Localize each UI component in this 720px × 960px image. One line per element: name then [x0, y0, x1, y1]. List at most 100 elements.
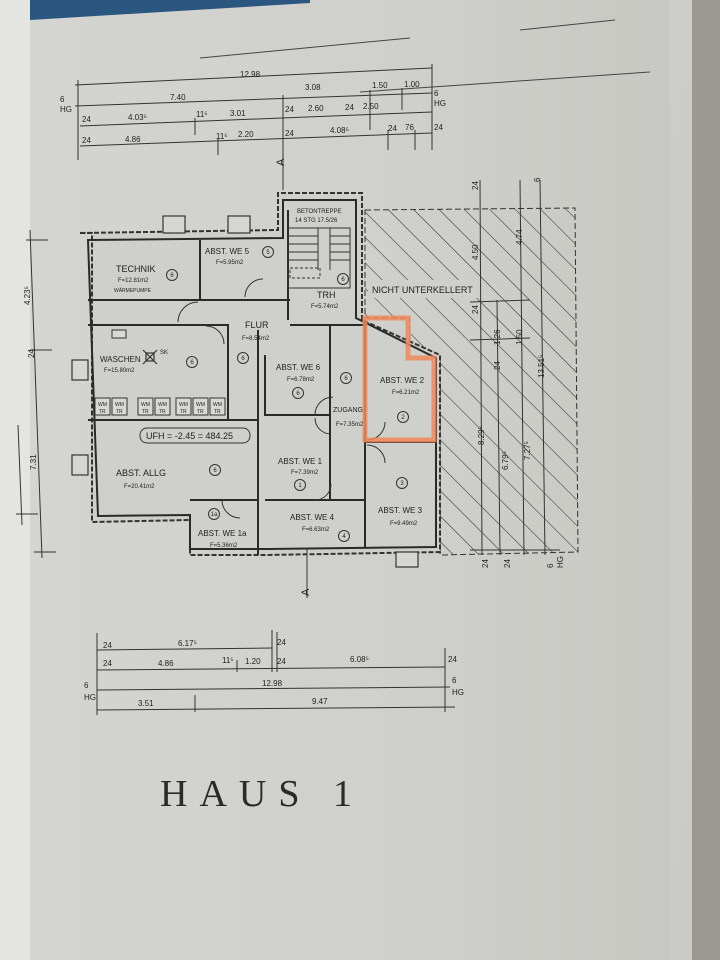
- svg-text:24: 24: [448, 655, 457, 664]
- marker-icon: 6: [166, 269, 178, 281]
- svg-text:6: 6: [213, 468, 217, 474]
- marker-icon: 6: [337, 273, 349, 285]
- svg-text:2: 2: [401, 415, 405, 421]
- svg-text:TR: TR: [197, 409, 204, 415]
- svg-text:UFH = -2.45 = 484.25: UFH = -2.45 = 484.25: [146, 431, 233, 441]
- svg-text:BETONTREPPE: BETONTREPPE: [297, 209, 342, 215]
- svg-text:F=6.63m2: F=6.63m2: [302, 527, 330, 533]
- svg-text:6: 6: [546, 563, 555, 568]
- svg-text:2.50: 2.50: [363, 102, 379, 111]
- svg-text:WM: WM: [141, 402, 150, 408]
- room-zugang: ZUGANG F=7.35m2: [333, 407, 364, 428]
- svg-text:6: 6: [533, 177, 542, 182]
- svg-text:F=20.41m2: F=20.41m2: [124, 484, 155, 490]
- svg-text:HG: HG: [60, 105, 72, 114]
- svg-text:TR: TR: [214, 409, 221, 415]
- highlight-abst-we2: [362, 315, 437, 443]
- svg-text:6: 6: [84, 681, 89, 690]
- svg-text:NICHT UNTERKELLERT: NICHT UNTERKELLERT: [372, 285, 473, 295]
- svg-text:3.08: 3.08: [305, 83, 321, 92]
- svg-text:9.47: 9.47: [312, 697, 328, 706]
- svg-text:1: 1: [298, 483, 302, 489]
- svg-text:6: 6: [170, 273, 174, 279]
- header-lines: [199, 19, 651, 93]
- svg-text:HG: HG: [434, 99, 446, 108]
- svg-text:ABST. WE 3: ABST. WE 3: [378, 506, 423, 515]
- svg-text:4.08⁵: 4.08⁵: [330, 126, 349, 135]
- svg-text:WASCHEN: WASCHEN: [100, 355, 141, 364]
- svg-text:ABST. WE 4: ABST. WE 4: [290, 513, 335, 522]
- svg-text:F=5.36m2: F=5.36m2: [210, 543, 238, 549]
- svg-text:TR: TR: [116, 409, 123, 415]
- room-abst-we2: ABST. WE 2F=6.21m2: [380, 376, 425, 396]
- svg-text:1.00: 1.00: [404, 80, 420, 89]
- top-dimension-labels: 12.98 7.40 3.08 1.50 1.00 24 4.03⁵ 11⁵ 3…: [60, 70, 446, 145]
- room-abst-we6: ABST. WE 6F=6.78m2: [276, 363, 321, 383]
- staircase: [287, 227, 351, 289]
- svg-text:TECHNIK: TECHNIK: [116, 264, 156, 274]
- svg-text:24: 24: [27, 349, 36, 358]
- svg-text:WM: WM: [179, 402, 188, 408]
- marker-icon: 6: [292, 387, 304, 399]
- room-abst-we1a: ABST. WE 1a F=5.36m2: [198, 529, 247, 549]
- svg-text:1.20: 1.20: [245, 657, 261, 666]
- svg-text:F=6.21m2: F=6.21m2: [392, 390, 420, 396]
- svg-text:HG: HG: [452, 688, 464, 697]
- svg-text:4.86: 4.86: [158, 659, 174, 668]
- svg-text:4.03⁵: 4.03⁵: [128, 113, 147, 122]
- drawing-title: HAUS 1: [160, 773, 364, 815]
- svg-text:F=9.49m2: F=9.49m2: [390, 521, 418, 527]
- svg-text:6: 6: [190, 360, 194, 366]
- svg-text:F=8.54m2: F=8.54m2: [242, 336, 270, 342]
- svg-text:6: 6: [452, 676, 457, 685]
- marker-icon: 4: [338, 530, 350, 542]
- svg-text:3.01: 3.01: [230, 109, 246, 118]
- svg-text:F=7.35m2: F=7.35m2: [336, 422, 364, 428]
- svg-text:3.51: 3.51: [138, 699, 154, 708]
- svg-text:12.98: 12.98: [262, 679, 283, 688]
- svg-text:5: 5: [266, 250, 270, 256]
- svg-text:6.79⁵: 6.79⁵: [501, 451, 510, 470]
- marker-icon: 6: [340, 372, 352, 384]
- svg-text:ABST. WE 1a: ABST. WE 1a: [198, 529, 247, 538]
- svg-text:14 STG 17.5/26: 14 STG 17.5/26: [295, 218, 338, 224]
- ufh-label: UFH = -2.45 = 484.25: [139, 427, 251, 444]
- svg-text:2.60: 2.60: [308, 104, 324, 113]
- svg-text:24: 24: [277, 638, 286, 647]
- marker-icon: 6: [237, 352, 249, 364]
- svg-text:HG: HG: [84, 693, 96, 702]
- svg-text:1.50: 1.50: [515, 329, 524, 345]
- svg-text:F=7.39m2: F=7.39m2: [291, 470, 319, 476]
- svg-text:A: A: [300, 588, 312, 596]
- svg-text:24: 24: [493, 361, 502, 370]
- stair-label: BETONTREPPE 14 STG 17.5/26: [295, 209, 342, 224]
- svg-text:WM: WM: [115, 402, 124, 408]
- left-dimensions: [16, 229, 56, 559]
- left-dimension-labels: 4.23⁵ 24 7.31: [23, 286, 38, 470]
- svg-text:8.29⁵: 8.29⁵: [477, 426, 486, 445]
- svg-text:A: A: [275, 158, 287, 166]
- section-marker-top: A: [275, 150, 287, 190]
- svg-text:76: 76: [405, 123, 414, 132]
- svg-text:4.23⁵: 4.23⁵: [23, 286, 32, 305]
- svg-text:F=5.95m2: F=5.95m2: [216, 260, 244, 266]
- svg-text:24: 24: [285, 105, 294, 114]
- svg-text:TRH: TRH: [317, 290, 336, 300]
- svg-text:12.98: 12.98: [240, 70, 261, 79]
- svg-text:24: 24: [82, 136, 91, 145]
- svg-text:TR: TR: [142, 409, 149, 415]
- svg-text:ZUGANG: ZUGANG: [333, 407, 363, 414]
- doors: [177, 278, 386, 519]
- interior-walls: [88, 210, 436, 555]
- svg-text:6: 6: [241, 356, 245, 362]
- top-dimensions: [74, 64, 433, 170]
- svg-text:24: 24: [103, 659, 112, 668]
- right-dimension-labels: 24 4.50 4.74 24 1.26 1.50 24 13.51⁵ 8.29…: [471, 177, 565, 568]
- marker-icon: 1a: [208, 508, 220, 520]
- svg-text:7.31: 7.31: [29, 454, 38, 470]
